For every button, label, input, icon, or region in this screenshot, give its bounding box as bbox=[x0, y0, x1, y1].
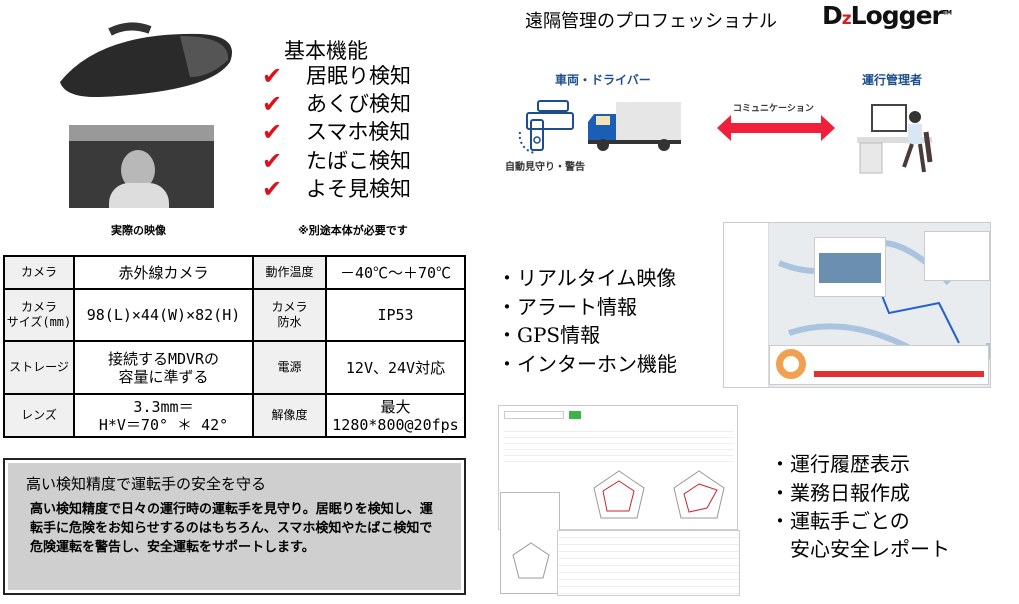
spec-value: IP53 bbox=[325, 288, 466, 342]
check-icon: ✔ bbox=[262, 175, 283, 203]
manager-desk-icon bbox=[852, 97, 942, 177]
safety-box: 高い検知精度で運転手の安全を守る 高い検知精度で日々の運行時の運転手を見守り。居… bbox=[3, 458, 466, 595]
spec-value: 12V、24V対応 bbox=[325, 340, 466, 395]
safety-body: 高い検知精度で日々の運行時の運転手を見守り。居眠りを検知し、運転手に危険をお知ら… bbox=[30, 502, 433, 555]
trademark: TM bbox=[942, 9, 952, 17]
page-title: 遠隔管理のプロフェッショナル bbox=[525, 11, 777, 32]
vehicle-driver-label: 車両・ドライバー bbox=[555, 73, 651, 87]
features-title: 基本機能 bbox=[284, 39, 368, 63]
spec-value: 赤外線カメラ bbox=[73, 255, 254, 290]
monitor-feature: ・アラート情報 bbox=[497, 295, 637, 319]
check-icon: ✔ bbox=[262, 118, 283, 146]
feature-item: ✔ たばこ検知 bbox=[262, 147, 411, 175]
spec-value: 最大 1280*800@20fps bbox=[325, 393, 466, 438]
body-required-note: ※別途本体が必要です bbox=[298, 224, 408, 237]
monitor-feature: ・インターホン機能 bbox=[497, 352, 677, 376]
check-icon: ✔ bbox=[262, 62, 283, 90]
camera-device-icon bbox=[515, 100, 585, 155]
feature-label: たばこ検知 bbox=[306, 149, 411, 173]
operation-manager-label: 運行管理者 bbox=[862, 73, 923, 87]
spec-value: －40℃～＋70℃ bbox=[325, 255, 466, 290]
video-caption: 実際の映像 bbox=[111, 224, 166, 237]
check-icon: ✔ bbox=[262, 90, 283, 118]
spec-key: ストレージ bbox=[3, 340, 75, 395]
table-row: カメラ赤外線カメラ動作温度－40℃～＋70℃ bbox=[3, 255, 466, 290]
feature-label: よそ見検知 bbox=[306, 177, 411, 201]
report-feature: ・運転手ごとの bbox=[770, 509, 910, 533]
spec-value: 98(L)×44(W)×82(H) bbox=[73, 288, 254, 342]
spec-table: カメラ赤外線カメラ動作温度－40℃～＋70℃ カメラ サイズ(mm)98(L)×… bbox=[3, 255, 466, 438]
auto-monitoring-label: 自動見守り・警告 bbox=[505, 162, 585, 173]
spec-key: カメラ 防水 bbox=[252, 288, 327, 342]
feature-label: スマホ検知 bbox=[306, 120, 411, 144]
spec-key: カメラ bbox=[3, 255, 75, 290]
feature-label: 居眠り検知 bbox=[306, 64, 411, 88]
spec-key: レンズ bbox=[3, 393, 75, 438]
dzlogger-logo: DzLoggerTM bbox=[822, 1, 952, 30]
monitor-feature: ・リアルタイム映像 bbox=[497, 266, 677, 290]
spec-key: カメラ サイズ(mm) bbox=[3, 288, 75, 342]
spec-key: 解像度 bbox=[252, 393, 327, 438]
safety-title: 高い検知精度で運転手の安全を守る bbox=[26, 475, 267, 493]
spec-key: 電源 bbox=[252, 340, 327, 395]
driver-video-thumbnail bbox=[69, 125, 214, 208]
spec-value: 3.3mm＝ H*V＝70° ＊ 42° bbox=[73, 393, 254, 438]
monitoring-map-screenshot bbox=[723, 222, 991, 388]
truck-icon bbox=[586, 100, 682, 152]
feature-item: ✔ スマホ検知 bbox=[262, 118, 410, 146]
feature-label: あくび検知 bbox=[306, 92, 411, 116]
daily-report-screenshot bbox=[500, 492, 560, 594]
report-feature: 安心安全レポート bbox=[770, 537, 950, 561]
bidirectional-arrow-icon bbox=[717, 115, 835, 142]
spec-key: 動作温度 bbox=[252, 255, 327, 290]
spec-value: 接続するMDVRの 容量に準ずる bbox=[73, 340, 254, 395]
camera-product-image bbox=[40, 22, 235, 102]
driver-report-screenshot bbox=[557, 530, 740, 596]
report-feature: ・業務日報作成 bbox=[770, 481, 910, 505]
feature-item: ✔ 居眠り検知 bbox=[262, 62, 411, 90]
communication-label: コミュニケーション bbox=[733, 104, 814, 114]
monitor-feature: ・GPS情報 bbox=[497, 323, 601, 347]
feature-item: ✔ よそ見検知 bbox=[262, 175, 411, 203]
check-icon: ✔ bbox=[262, 147, 283, 175]
feature-item: ✔ あくび検知 bbox=[262, 90, 411, 118]
report-feature: ・運行履歴表示 bbox=[770, 452, 910, 476]
